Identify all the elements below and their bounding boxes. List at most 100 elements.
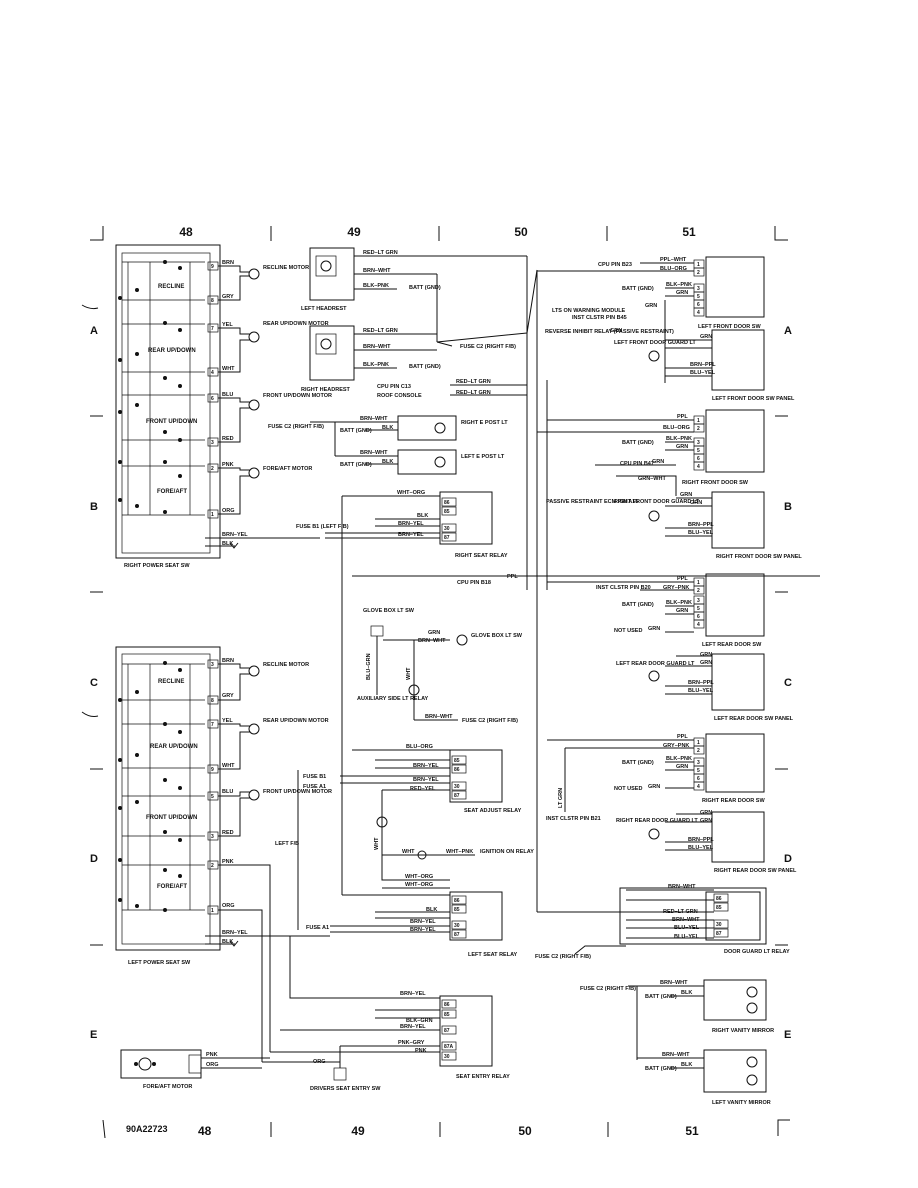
row-letter: C [784,677,792,689]
pin-number: 5 [211,794,214,800]
switch-contacts [118,260,182,514]
component-label: RIGHT E POST LT [461,420,508,426]
component-label: DRIVERS SEAT ENTRY SW [310,1086,381,1092]
row-letter: D [784,853,792,865]
wire-label: RED–LT GRN [663,909,698,915]
pin-reference: INST CLSTR PIN B20 [596,585,651,591]
motor-label: RECLINE MOTOR [263,662,309,668]
fuse-label: FUSE B1 (LEFT F/B) [296,524,349,530]
component-label: RIGHT REAR DOOR SW PANEL [714,868,797,874]
wire-label: GRN [700,652,712,658]
ground-label: BATT (GND) [622,760,654,766]
wire-label: BLK–PNK [363,362,389,368]
relay-pin: 86 [716,896,722,902]
wire-label: WHT–ORG [397,490,425,496]
pin-number: 8 [211,298,214,304]
wire-label: BRN [222,260,234,266]
wire-label: ORG [313,1059,326,1065]
pin-number: 4 [697,622,700,628]
pin-number: 1 [697,580,700,586]
pin-reference: CPU PIN B23 [598,262,632,268]
pin-number: 3 [697,760,700,766]
component-label: RIGHT REAR DOOR SW [702,798,765,804]
wire-label: BRN–PPL [688,837,714,843]
wire-label: YEL [222,322,233,328]
wire-label: BRN–WHT [660,980,688,986]
wire-label: BLK–PNK [666,600,692,606]
pin-number: 5 [697,294,700,300]
fuse-label: FUSE C2 (RIGHT F/B) [580,986,636,992]
pin-number: 2 [211,466,214,472]
wire-label: PNK [222,859,234,865]
wire-label: WHT [374,837,380,850]
right-power-seat-switch: RECLINE REAR UP/DOWN FRONT UP/DOWN FORE/… [115,244,332,569]
relay-pin: 85 [444,509,450,515]
wire-label: BLK [222,541,233,547]
pin-reference: NOT USED [614,628,642,634]
relay-pin: 85 [716,905,722,911]
wire-label: GRN–WHT [638,476,666,482]
pin-reference: INST CLSTR PIN B21 [546,816,601,822]
pin-number: 5 [697,448,700,454]
wire-label: GRN [648,784,660,790]
component-label: RIGHT FRONT DOOR SW [682,480,749,486]
wire-label: GRN [700,660,712,666]
component-label: LEFT REAR DOOR GUARD LT [616,661,695,667]
wire-label: ORG [222,508,235,514]
wire-label: PNK [222,462,234,468]
component-label: GLOVE BOX LT SW [471,633,523,639]
wire-label: BRN–YEL [398,521,424,527]
wire-label: BRN–WHT [360,416,388,422]
relay-pin: 87 [444,1028,450,1034]
wire-label: RED–LT GRN [456,390,491,396]
wire-label: BLU–YEL [688,845,714,851]
wire-label: GRN [690,500,702,506]
pin-number: 9 [211,264,214,270]
component-label: DOOR GUARD LT RELAY [724,949,790,955]
component-label: RIGHT SEAT RELAY [455,553,508,559]
wire-label: WHT–ORG [405,882,433,888]
wire-label: BRN [222,658,234,664]
wire-label: BRN–WHT [425,714,453,720]
wire-label: GRN [648,626,660,632]
wire-label: WHT–ORG [405,874,433,880]
section-label: FORE/AFT [157,884,187,890]
wire-label: YEL [222,718,233,724]
wire-label: PPL [507,574,518,580]
pin-number: 2 [697,748,700,754]
wire-label: WHT [222,366,235,372]
wire-label: BRN–YEL [400,991,426,997]
motor-label: REAR UP/DOWN MOTOR [263,321,329,327]
wire-label: BRN–YEL [410,919,436,925]
row-letter: D [90,853,98,865]
ground-label: BATT (GND) [340,428,372,434]
wire-label: BRN–WHT [668,884,696,890]
ground-label: BATT (GND) [622,440,654,446]
section-label: RECLINE [158,679,184,685]
relay-pin: 87 [454,932,460,938]
component-label: LEFT REAR DOOR SW PANEL [714,716,794,722]
wire-label: BRN–YEL [413,763,439,769]
wire-label: BLU–YEL [688,688,714,694]
wire-label: GRN [676,764,688,770]
relay-pin: 85 [454,907,460,913]
wire-label: GRY–PNK [663,743,689,749]
pin-reference: REVERSE INHIBIT RELAY (PASSIVE RESTRAINT… [545,329,674,335]
wire-label: BLU–YEL [688,530,714,536]
component-label: RIGHT POWER SEAT SW [124,563,190,569]
component-label: LEFT POWER SEAT SW [128,960,191,966]
wire-label: PNK [206,1052,218,1058]
component-label: SEAT ADJUST RELAY [464,808,522,814]
pin-number: 6 [697,456,700,462]
pin-reference: LTS ON WARNING MODULE [552,308,626,314]
section-label: RECLINE [158,284,184,290]
ground-label: BATT (GND) [340,462,372,468]
relay-pin: 30 [444,1054,450,1060]
door-circuits: 1 2 3 5 6 4 PPL–WHT BLU–ORG CPU PIN B23 … [535,256,802,1106]
component-label: GLOVE BOX LT SW [363,608,415,614]
ground-label: BATT (GND) [409,364,441,370]
section-label: REAR UP/DOWN [148,348,196,354]
wire-label: BLK [417,513,428,519]
component-label: FORE/AFT MOTOR [143,1084,192,1090]
